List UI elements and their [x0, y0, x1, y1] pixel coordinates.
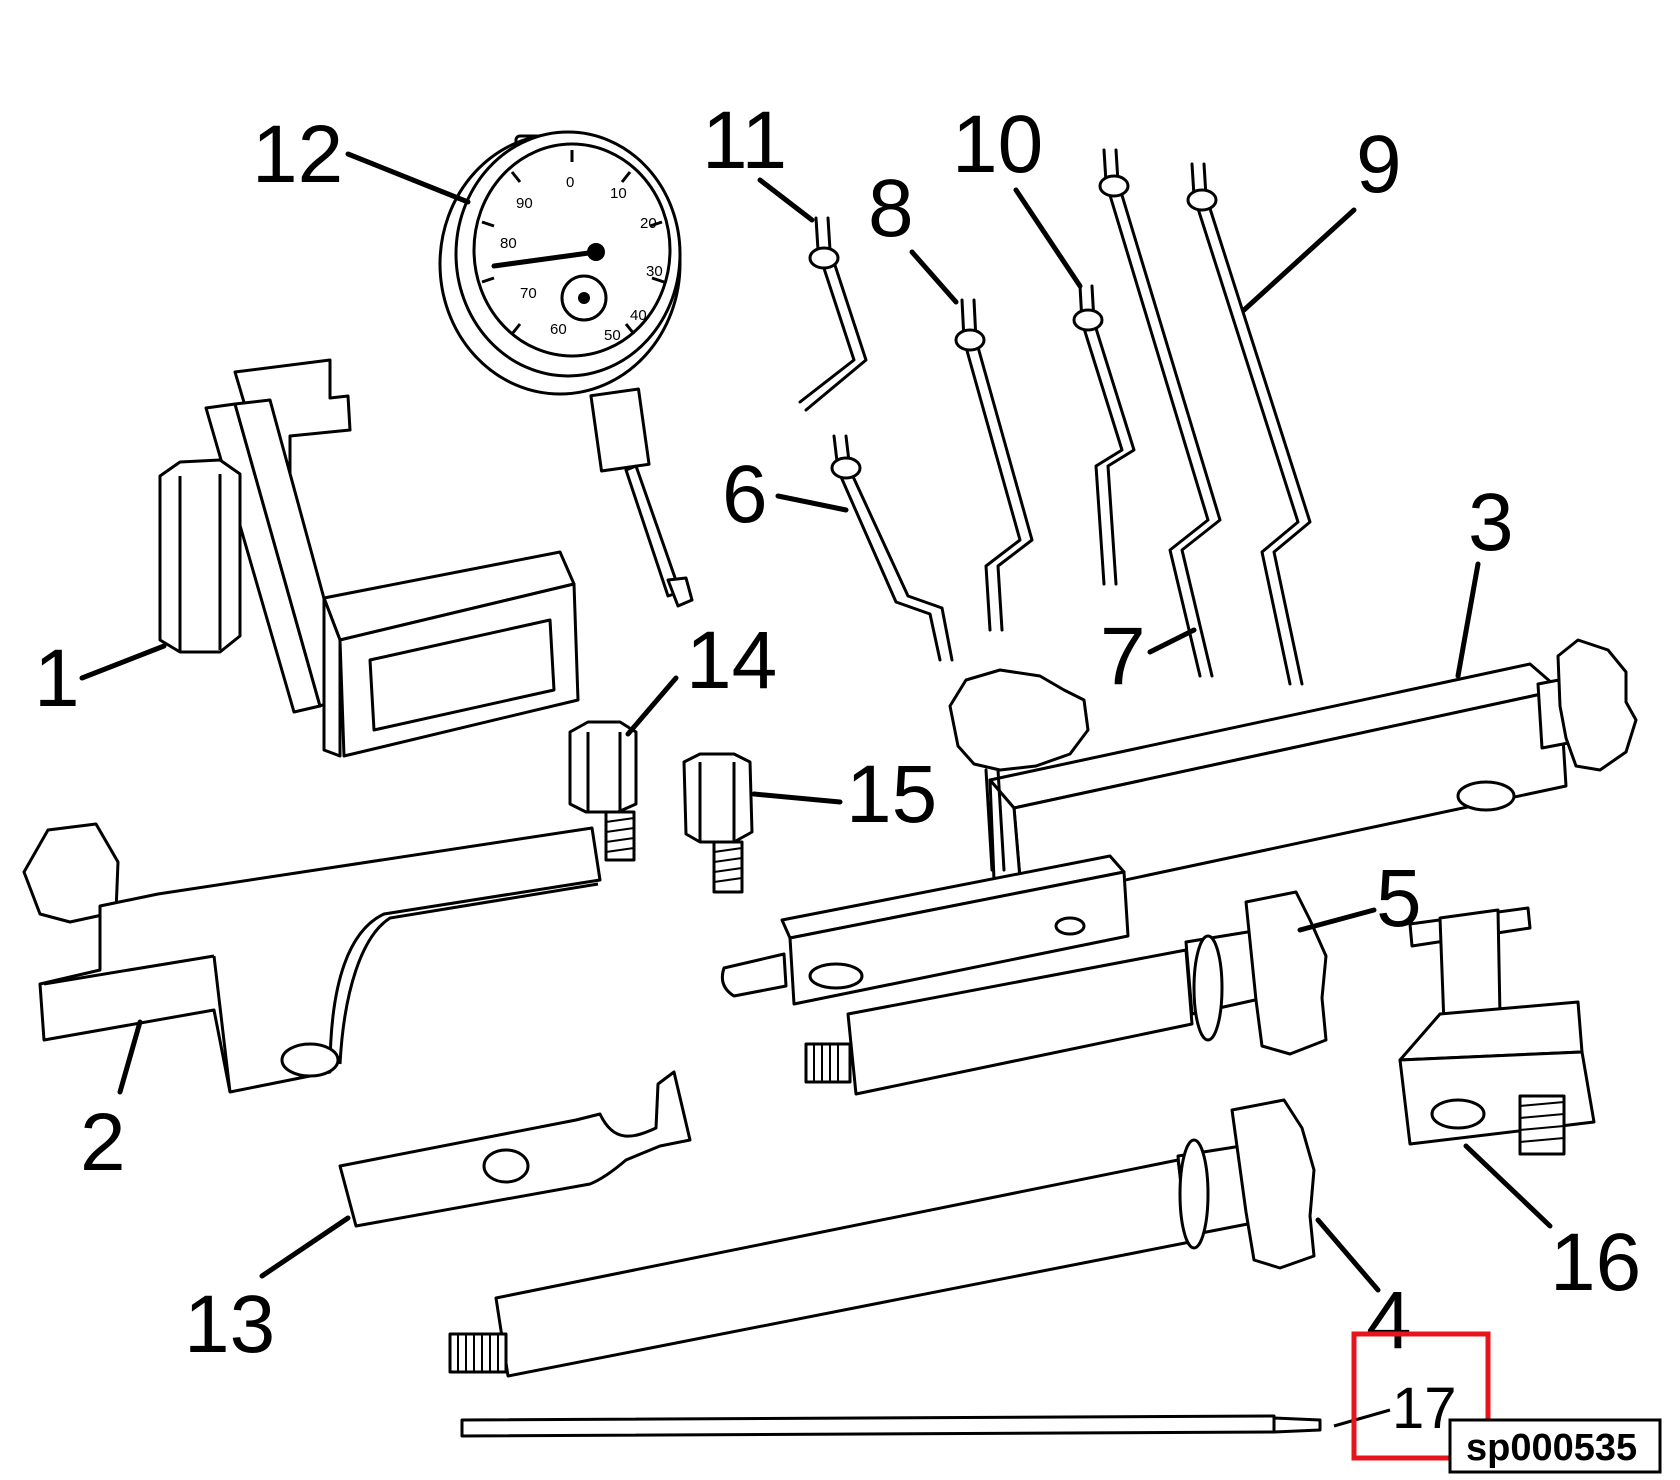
label-13: 13 — [184, 1279, 275, 1370]
dial-number-30: 30 — [646, 263, 663, 280]
label-14: 14 — [686, 615, 777, 706]
part-13-link-bar — [338, 1070, 692, 1228]
label-12: 12 — [252, 109, 343, 200]
part-17-thin-pin — [460, 1414, 1322, 1438]
part-labels: 1 2 3 4 5 6 7 8 9 10 11 12 13 14 15 16 1… — [34, 95, 1641, 1441]
dial-number-60: 60 — [550, 321, 567, 338]
label-17: 17 — [1392, 1376, 1457, 1441]
part-3-square-bar — [948, 638, 1638, 904]
figure-id-box: sp000535 — [1448, 1418, 1662, 1474]
label-5: 5 — [1376, 853, 1422, 944]
label-10: 10 — [952, 99, 1043, 190]
part-14-hex-standoff — [568, 720, 638, 862]
part-1-gauge-block — [158, 358, 580, 758]
part-6-probe-rod — [830, 434, 954, 662]
part-10-probe-rod — [1072, 284, 1136, 586]
dial-number-40: 40 — [630, 307, 647, 324]
label-9: 9 — [1356, 119, 1402, 210]
part-5-slide-assembly — [720, 854, 1328, 1096]
figure-id: sp000535 — [1466, 1427, 1637, 1469]
part-7-probe-rod — [1098, 148, 1222, 678]
highlight-box — [1351, 1331, 1491, 1461]
part-12-dial-indicator: 0 10 20 30 40 50 60 70 80 90 — [438, 130, 694, 608]
label-15: 15 — [846, 749, 937, 840]
dial-number-90: 90 — [516, 195, 533, 212]
label-7: 7 — [1100, 611, 1146, 702]
dial-number-70: 70 — [520, 285, 537, 302]
part-2-c-bracket — [22, 822, 602, 1094]
part-16-clamp-block — [1398, 906, 1596, 1156]
part-8-probe-rod — [954, 298, 1034, 632]
leader-lines — [79, 151, 1553, 1428]
dial-number-20: 20 — [640, 215, 657, 232]
label-11: 11 — [702, 95, 787, 186]
label-16: 16 — [1550, 1217, 1641, 1308]
dial-number-0: 0 — [566, 174, 574, 191]
label-3: 3 — [1468, 477, 1514, 568]
part-4-long-rod — [448, 1098, 1316, 1378]
dial-number-80: 80 — [500, 235, 517, 252]
part-11-probe-rod — [798, 216, 868, 412]
label-6: 6 — [722, 449, 768, 540]
label-8: 8 — [868, 163, 914, 254]
label-2: 2 — [80, 1097, 126, 1188]
label-1: 1 — [34, 633, 80, 724]
dial-number-50: 50 — [604, 327, 621, 344]
part-9-probe-rod — [1186, 162, 1312, 686]
dial-number-10: 10 — [610, 185, 627, 202]
label-4: 4 — [1366, 1275, 1412, 1366]
part-15-hex-standoff — [682, 752, 754, 894]
